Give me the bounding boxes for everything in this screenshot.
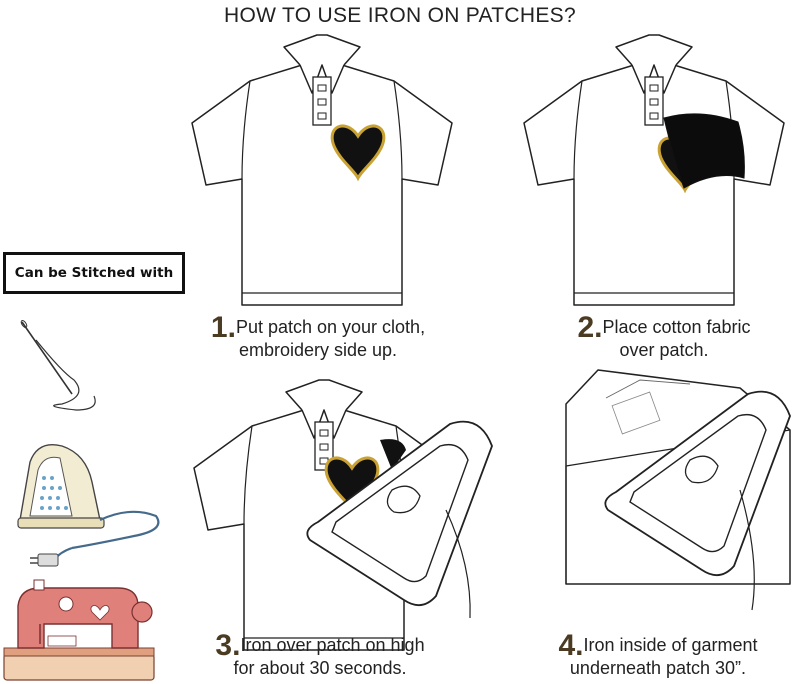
step-text-line2: underneath patch 30”. xyxy=(569,658,747,678)
step-1-caption: 1.Put patch on your cloth, embroidery si… xyxy=(188,313,448,361)
step-number: 4. xyxy=(558,629,584,662)
needle-and-thread-icon xyxy=(20,320,96,411)
step-number: 3. xyxy=(215,629,241,662)
step1-shirt xyxy=(191,34,453,306)
iron-icon xyxy=(17,444,160,567)
step-text-line1: Iron over patch on high xyxy=(240,635,425,655)
step-number: 1. xyxy=(210,311,236,344)
iron-cord xyxy=(739,489,755,611)
step-text-line2: over patch. xyxy=(619,340,709,360)
step-text-line2: for about 30 seconds. xyxy=(233,658,407,678)
stitch-label: Can be Stitched with xyxy=(14,265,174,281)
sewing-machine-icon xyxy=(3,579,155,681)
page-title: HOW TO USE IRON ON PATCHES? xyxy=(224,4,576,27)
cotton-cloth xyxy=(663,113,745,189)
stitch-label-box: Can be Stitched with xyxy=(3,252,185,294)
step-text-line1: Place cotton fabric xyxy=(602,317,751,337)
iron-cord xyxy=(445,509,471,619)
step-number: 2. xyxy=(577,311,603,344)
step-text-line1: Iron inside of garment xyxy=(583,635,758,655)
step-3-caption: 3.Iron over patch on high for about 30 s… xyxy=(190,631,450,679)
step-text-line1: Put patch on your cloth, xyxy=(235,317,426,337)
step2-shirt xyxy=(523,34,785,306)
step-text-line2: embroidery side up. xyxy=(238,340,398,360)
step-4-caption: 4.Iron inside of garment underneath patc… xyxy=(528,631,788,679)
step-2-caption: 2.Place cotton fabric over patch. xyxy=(534,313,794,361)
